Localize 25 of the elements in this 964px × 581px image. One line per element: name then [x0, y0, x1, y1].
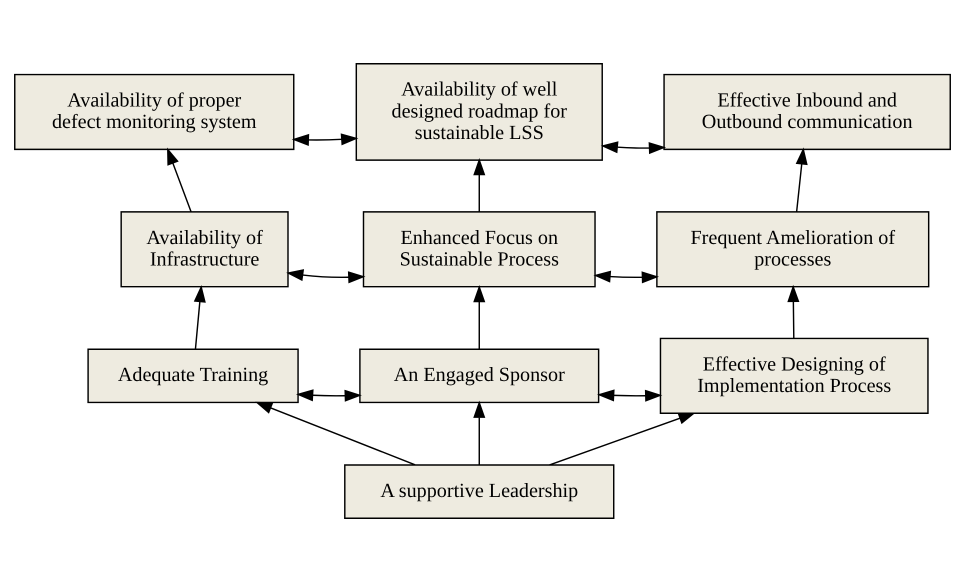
arrow: [295, 388, 362, 402]
arrow: [548, 412, 696, 466]
node-box: Availability of well designed roadmap for sustainable LSS: [355, 62, 602, 160]
arrow: [600, 140, 666, 154]
node-box: Frequent Amelioration of processes: [656, 210, 929, 287]
arrow: [592, 270, 658, 283]
arrow: [254, 401, 415, 465]
node-box: An Engaged Sponsor: [358, 348, 599, 403]
node-box: Availability of Infrastructure: [120, 210, 288, 287]
arrow: [286, 268, 365, 283]
arrow: [472, 284, 485, 348]
node-box: A supportive Leadership: [344, 464, 614, 518]
node-box: Enhanced Focus on Sustainable Process: [362, 210, 596, 287]
arrow: [166, 147, 192, 212]
arrow: [596, 388, 662, 402]
node-box: Availability of proper defect monitoring system: [14, 73, 294, 150]
arrow: [786, 284, 799, 338]
arrow: [193, 284, 206, 348]
node-box: Effective Designing of Implementation Process: [659, 337, 928, 414]
arrow: [472, 158, 485, 212]
node-box: Adequate Training: [86, 348, 298, 403]
arrow: [472, 400, 485, 464]
node-box: Effective Inbound and Outbound communication: [662, 73, 950, 150]
arrow: [795, 146, 808, 212]
arrow: [291, 132, 358, 146]
